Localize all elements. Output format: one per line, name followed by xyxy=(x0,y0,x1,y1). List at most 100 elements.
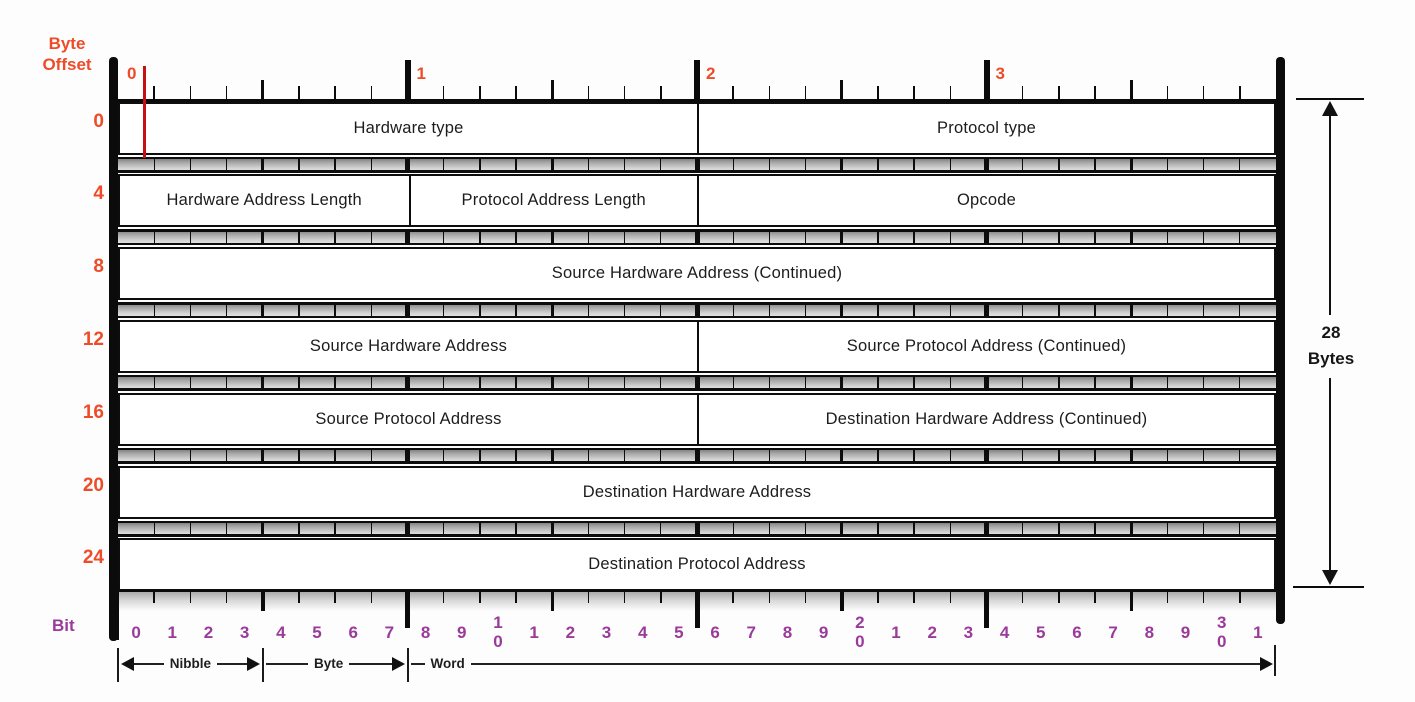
separator-cell-divider xyxy=(1202,302,1205,319)
bracket-top-cap xyxy=(1296,98,1364,100)
separator-cell-divider xyxy=(984,520,989,537)
separator-cell-divider xyxy=(587,520,590,537)
separator-cell-divider xyxy=(623,229,626,246)
bit-ruler-tick xyxy=(405,589,410,628)
top-ruler-tick xyxy=(1202,86,1205,99)
separator-cell-divider xyxy=(804,229,807,246)
top-ruler-tick xyxy=(189,86,192,99)
bit-ruler-tick xyxy=(768,589,771,603)
bracket-line-lower xyxy=(1329,378,1331,574)
bit-ruler-tick xyxy=(1239,589,1241,603)
field-cell: Opcode xyxy=(697,176,1274,226)
row-offset-label: 20 xyxy=(82,474,104,496)
span-line xyxy=(349,662,392,665)
span-line xyxy=(410,662,425,665)
separator-cell-divider xyxy=(1239,229,1241,246)
separator-cell-divider xyxy=(913,520,915,537)
separator-cell-divider xyxy=(949,229,951,246)
span-label: Word xyxy=(430,656,465,671)
separator-cell-divider xyxy=(1166,447,1169,464)
separator-cell-divider xyxy=(261,374,265,391)
span-end-bar xyxy=(261,648,264,682)
separator-cell-divider xyxy=(840,229,844,246)
top-ruler-tick xyxy=(623,86,626,99)
separator-cell-divider xyxy=(334,374,336,391)
separator-cell-divider xyxy=(623,156,626,173)
span-line xyxy=(470,662,1260,665)
separator-cell-divider xyxy=(1094,374,1096,391)
separator-cell-divider xyxy=(225,447,228,464)
top-ruler-tick xyxy=(913,86,915,99)
bit-number: 1 xyxy=(891,622,901,642)
separator-cell-divider xyxy=(550,447,554,464)
separator-cell-divider xyxy=(877,374,879,391)
separator-cell-divider xyxy=(515,229,517,246)
separator-cell-divider xyxy=(153,374,155,391)
bit-ruler-label: Bit xyxy=(52,616,75,635)
bit-number: 2 0 xyxy=(855,613,865,651)
field-row: Destination Hardware Address xyxy=(118,465,1276,519)
field-cell: Source Hardware Address xyxy=(309,336,508,355)
separator-cell-divider xyxy=(768,156,771,173)
separator-cell-divider xyxy=(660,374,662,391)
separator-cell-divider xyxy=(443,447,445,464)
separator-cell-divider xyxy=(1202,520,1205,537)
top-ruler-tick xyxy=(1129,80,1133,99)
separator-cell-divider xyxy=(1094,520,1096,537)
top-ruler-tick xyxy=(1094,86,1096,99)
separator-cell-divider xyxy=(225,520,228,537)
separator-cell-divider xyxy=(804,447,807,464)
bit-ruler-tick xyxy=(623,589,626,603)
separator-cell-divider xyxy=(877,447,879,464)
bit-number: 1 xyxy=(1253,622,1263,642)
separator-cell-divider xyxy=(153,447,155,464)
row-offset-label: 8 xyxy=(93,256,104,278)
separator-cell-divider xyxy=(189,447,192,464)
bit-number: 7 xyxy=(1108,622,1118,642)
separator-cell-divider xyxy=(623,520,626,537)
red-marker-line xyxy=(143,66,146,158)
field-cell: Destination Hardware Address xyxy=(582,482,812,501)
bit-number: 8 xyxy=(782,622,793,642)
separator-cell-divider xyxy=(768,302,771,319)
top-ruler-tick xyxy=(1058,86,1060,99)
separator-cell-divider xyxy=(225,374,228,391)
top-ruler-byte-number: 3 xyxy=(995,64,1005,83)
separator-cell-divider xyxy=(189,229,192,246)
separator-bar xyxy=(118,447,1276,464)
separator-cell-divider xyxy=(913,447,915,464)
top-ruler-tick xyxy=(370,86,373,99)
top-ruler-tick xyxy=(732,86,734,99)
separator-cell-divider xyxy=(1058,520,1060,537)
separator-cell-divider xyxy=(515,374,517,391)
top-ruler-tick xyxy=(404,60,411,99)
bit-ruler-tick xyxy=(479,589,481,603)
separator-cell-divider xyxy=(298,374,300,391)
bit-ruler-tick xyxy=(261,589,265,611)
separator-bar xyxy=(118,302,1276,319)
span-line xyxy=(134,662,164,665)
separator-cell-divider xyxy=(334,520,336,537)
separator-cell-divider xyxy=(443,374,445,391)
separator-cell-divider xyxy=(949,374,951,391)
separator-cell-divider xyxy=(515,156,517,173)
separator-cell-divider xyxy=(1239,156,1241,173)
separator-cell-divider xyxy=(479,302,481,319)
bit-number: 2 xyxy=(565,622,576,642)
top-ruler-tick xyxy=(587,86,590,99)
separator-cell-divider xyxy=(153,229,155,246)
top-ruler-tick xyxy=(840,80,844,99)
field-cell: Destination Hardware Address (Continued) xyxy=(697,394,1274,444)
top-ruler-tick xyxy=(442,86,445,99)
separator-cell-divider xyxy=(515,520,517,537)
bit-number: 0 xyxy=(131,622,141,642)
separator-cell-divider xyxy=(1239,520,1241,537)
separator-cell-divider xyxy=(298,302,300,319)
bit-number: 3 xyxy=(601,622,612,642)
top-ruler-tick xyxy=(225,86,228,99)
separator-cell-divider xyxy=(694,302,700,319)
separator-cell-divider xyxy=(1129,374,1133,391)
separator-cell-divider xyxy=(984,156,989,173)
byte-offset-header: Byte Offset xyxy=(42,34,92,74)
